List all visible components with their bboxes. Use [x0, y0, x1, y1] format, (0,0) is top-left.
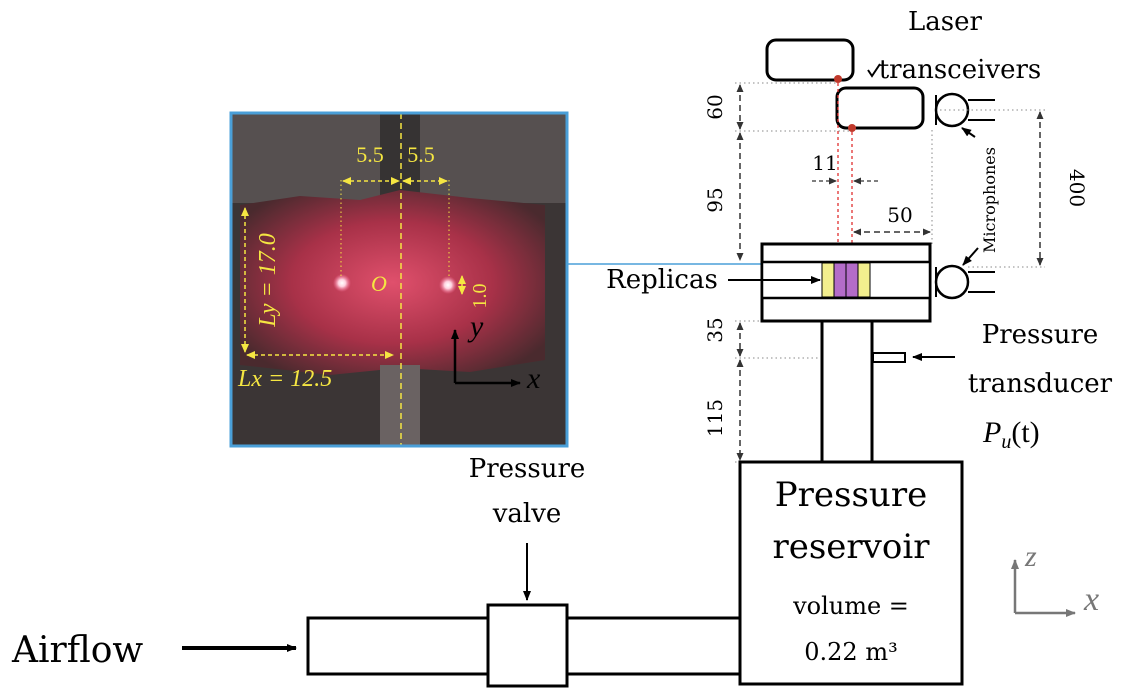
label-valve-line1: Pressure — [469, 454, 586, 484]
inset-lower-stem — [380, 365, 420, 446]
inset-origin-label: O — [371, 271, 387, 296]
label-volume-line2: 0.22 m³ — [804, 638, 897, 666]
inset-axis-x-label: x — [526, 362, 541, 395]
dim-replica-to-transducer-label: 35 — [703, 317, 727, 342]
pressure-signal-subscript: u — [1001, 431, 1011, 453]
laser-pointer-icon — [867, 63, 881, 78]
mic-pointer-top — [961, 127, 976, 138]
label-reservoir-line1: Pressure — [775, 475, 927, 515]
pressure-signal-symbol: P — [982, 416, 1001, 449]
pressure-signal-argument: (t) — [1011, 416, 1039, 449]
microphone-bottom — [934, 264, 970, 300]
outlet-pipe — [565, 616, 742, 676]
inset-border — [229, 111, 569, 448]
inset-red-tissue — [240, 190, 545, 375]
label-volume-line1: volume = — [792, 592, 909, 620]
dimensions: 60 95 35 115 11 50 400 — [703, 82, 1089, 463]
replica-yellow-right — [857, 262, 871, 298]
pressure-transducer-port — [872, 352, 906, 363]
inlet-pipe — [306, 616, 490, 676]
dim-laser-gap-label: 60 — [703, 94, 727, 119]
label-reservoir-line2: reservoir — [772, 527, 930, 567]
label-laser-line2: transceivers — [879, 55, 1042, 85]
laser-transceiver-bottom — [835, 86, 925, 130]
laser-transceiver-top — [765, 38, 855, 82]
inset-half-spacing-left: 5.5 — [356, 142, 384, 167]
dim-replica-offset-label: 50 — [887, 203, 912, 227]
mic-pointer-bottom — [962, 247, 979, 266]
inset-lx-label: Lx = 12.5 — [237, 366, 332, 392]
label-microphones: Microphones — [980, 147, 999, 253]
replica-yellow-left — [821, 262, 835, 298]
label-airflow: Airflow — [11, 630, 143, 671]
inset-half-spacing-right: 5.5 — [407, 142, 435, 167]
laser-emitter-top — [834, 75, 842, 83]
inset-axis-y-label: y — [467, 310, 484, 343]
label-transducer-line2: transducer — [968, 369, 1113, 399]
label-transducer-line1: Pressure — [982, 320, 1099, 350]
pressure-valve — [486, 603, 569, 688]
pressure-reservoir — [738, 460, 964, 686]
label-valve-line2: valve — [492, 499, 562, 529]
laser-dot-left — [333, 274, 351, 292]
dim-microphone-spacing-label: 400 — [1065, 169, 1089, 207]
inset-dot-offset: 1.0 — [469, 284, 491, 309]
label-laser-line1: Laser — [908, 7, 982, 37]
inset-photo: 5.5 5.5 Ly = 17.0 Lx = 12.5 O 1.0 y x — [229, 111, 569, 448]
rig: Laser transceivers Microphones Replicas … — [11, 7, 1113, 688]
dim-beam-spacing-label: 11 — [812, 151, 837, 175]
laser-dot-right — [439, 276, 457, 294]
dim-laser-to-replica-label: 95 — [703, 187, 727, 212]
dim-transducer-to-reservoir-label: 115 — [703, 399, 727, 437]
inset-ly-label: Ly = 17.0 — [255, 233, 281, 327]
laser-emitter-bottom — [848, 124, 856, 132]
axis-z-label: z — [1024, 540, 1037, 573]
label-pressure-signal: Pu(t) — [982, 416, 1040, 453]
label-replicas: Replicas — [606, 265, 718, 295]
axis-x-label: x — [1083, 581, 1099, 618]
